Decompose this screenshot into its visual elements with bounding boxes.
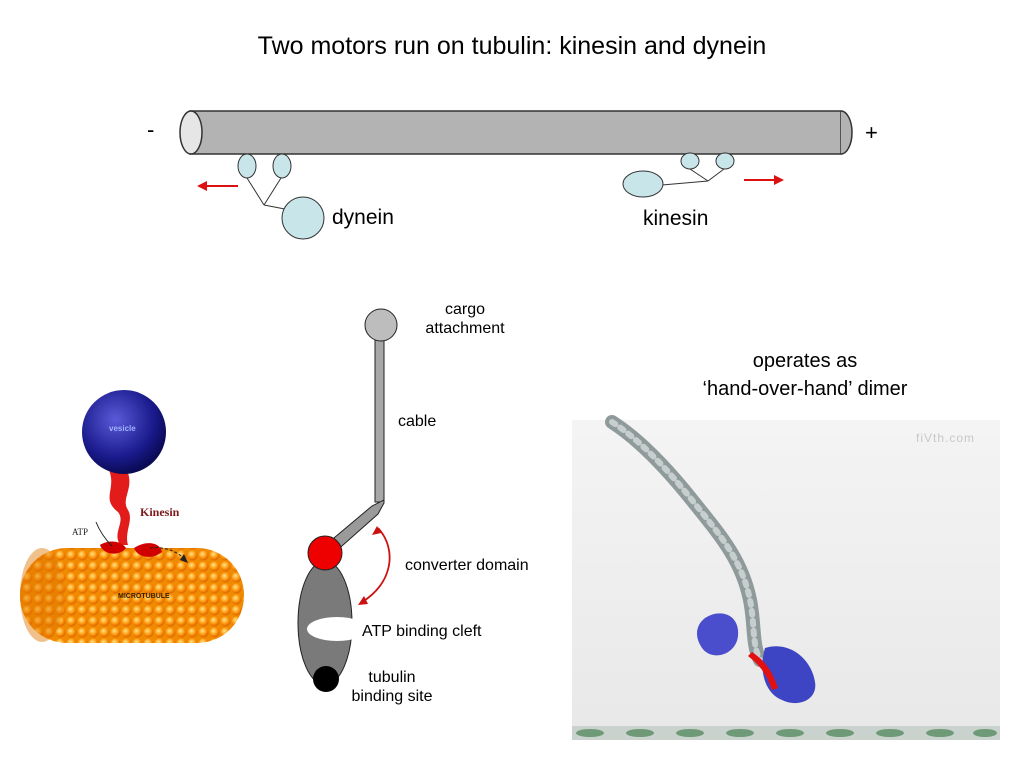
tubulin-binding-site — [313, 666, 339, 692]
atp-binding-cleft — [307, 617, 367, 641]
vesicle-illustration — [82, 390, 166, 474]
microtubule-illustration — [20, 548, 244, 643]
animation-caption: operates as ‘hand-over-hand’ dimer — [640, 347, 970, 403]
neck-linker — [748, 652, 778, 690]
converter-domain-label: converter domain — [405, 557, 529, 574]
cable-label: cable — [398, 413, 437, 430]
kinesin-label: kinesin — [643, 207, 709, 230]
dynein-cargo — [281, 196, 325, 240]
converter-rotation-arrow — [361, 527, 391, 603]
kinesin-direction-arrow — [744, 175, 784, 185]
cargo-label-line1: cargo — [444, 301, 486, 318]
tubulin-binding-label: tubulin binding site — [333, 668, 451, 706]
cargo-attachment-circle — [364, 308, 398, 342]
atp-cleft-label: ATP binding cleft — [362, 623, 482, 640]
tubulin-label-line1: tubulin — [368, 669, 416, 686]
kinesin-head-left — [680, 152, 700, 170]
dynein-direction-arrow — [197, 181, 238, 191]
microtubule-illustration-label: MICROTUBULE — [118, 593, 170, 600]
cable-bar — [374, 339, 385, 503]
cargo-attachment-label: cargo attachment — [405, 300, 525, 338]
motor-head-back — [696, 613, 739, 656]
converter-domain — [307, 535, 343, 571]
plus-end-label: + — [865, 120, 878, 145]
tubulin-label-line2: binding site — [351, 688, 433, 705]
minus-end-label: - — [147, 117, 155, 142]
dynein-motor — [237, 153, 325, 240]
caption-line2: ‘hand-over-hand’ dimer — [702, 378, 908, 400]
animation-frame — [572, 415, 1000, 740]
kinesin-head-right — [715, 152, 735, 170]
microtubule-rod — [179, 110, 853, 155]
caption-line1: operates as — [752, 350, 858, 372]
kinesin-motor — [622, 152, 735, 198]
kinesin-cargo — [622, 170, 664, 198]
dynein-head-right — [272, 153, 292, 179]
page-title: Two motors run on tubulin: kinesin and d… — [257, 32, 767, 60]
motor-schematic — [297, 308, 398, 692]
dynein-label: dynein — [332, 206, 394, 229]
vesicle-label: vesicle — [109, 424, 136, 433]
kinesin-illustration — [95, 468, 188, 563]
watermark: fiVth.com — [916, 431, 976, 445]
atp-label: ATP — [72, 527, 89, 537]
motor-head-front — [762, 646, 816, 704]
dynein-head-left — [237, 153, 257, 179]
kinesin-illustration-label: Kinesin — [140, 505, 180, 519]
cargo-label-line2: attachment — [425, 320, 505, 337]
